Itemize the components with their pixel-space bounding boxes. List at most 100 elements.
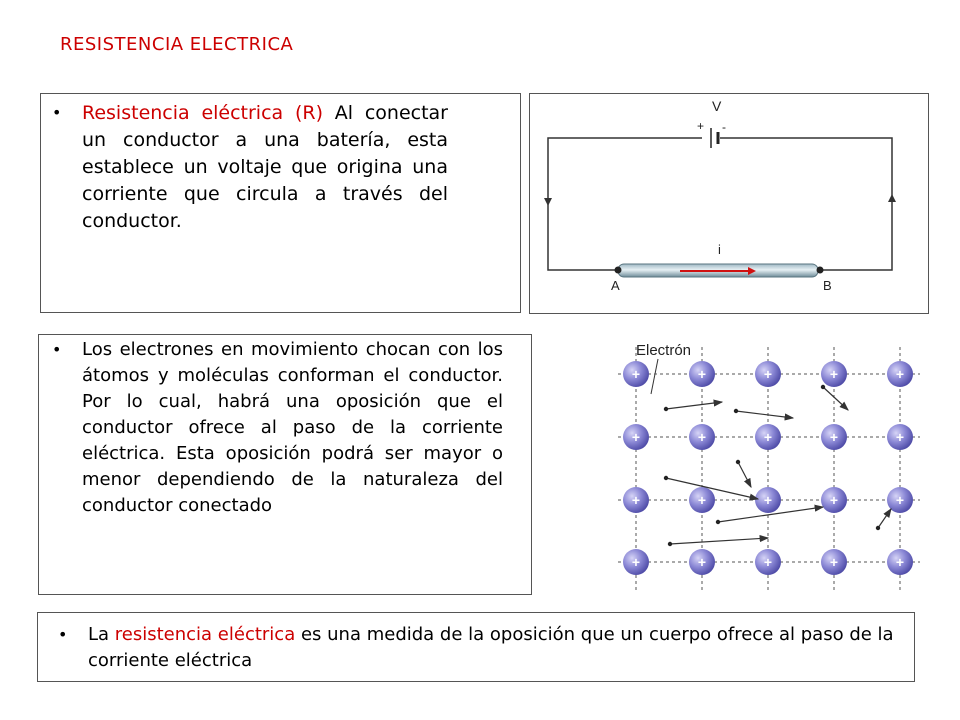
text-box-electron-collisions xyxy=(38,334,532,595)
bullet-item-electron-collisions: • Los electrones en movimiento chocan co… xyxy=(52,337,503,519)
ion-atom: + xyxy=(689,424,715,450)
ion-circle xyxy=(689,549,715,575)
electron-path xyxy=(665,477,760,501)
ion-plus-sign: + xyxy=(698,492,706,508)
circuit-diagram: V + - i A B xyxy=(544,98,896,293)
paragraph-resistance-intro: Resistencia eléctrica (R) Al conectar un… xyxy=(82,100,448,235)
current-direction-arrow-up xyxy=(888,194,896,202)
ion-plus-sign: + xyxy=(896,554,904,570)
ion-atom: + xyxy=(623,549,649,575)
paragraph-resistance-definition: La resistencia eléctrica es una medida d… xyxy=(88,622,903,674)
ion-plus-sign: + xyxy=(698,366,706,382)
text-box-resistance-intro xyxy=(40,93,521,313)
ion-circle xyxy=(623,487,649,513)
electron-label: Electrón xyxy=(636,342,691,359)
electron-path xyxy=(717,504,825,523)
ion-circle xyxy=(755,487,781,513)
definition-prefix: La xyxy=(88,624,115,645)
circuit-wire-right xyxy=(720,137,893,271)
electron-label-pointer xyxy=(650,358,659,395)
ion-atom: + xyxy=(887,361,913,387)
electron-dot xyxy=(735,459,741,465)
point-b-label: B xyxy=(823,278,832,293)
ion-atom: + xyxy=(689,549,715,575)
ion-circle xyxy=(887,361,913,387)
ion-circle xyxy=(623,361,649,387)
ion-plus-sign: + xyxy=(764,554,772,570)
electron-paths xyxy=(663,384,892,547)
current-label: i xyxy=(718,242,721,257)
ion-circle xyxy=(689,487,715,513)
ion-plus-sign: + xyxy=(698,429,706,445)
bullet-item-resistance-definition: • La resistencia eléctrica es una medida… xyxy=(58,622,903,674)
ion-circle xyxy=(623,549,649,575)
electron-lattice-diagram: Electrón + + + + + + + + + + + + + + + + + + + + xyxy=(618,342,920,590)
ion-atom: + xyxy=(755,424,781,450)
term-resistencia-electrica: resistencia eléctrica xyxy=(114,624,296,645)
ion-atom: + xyxy=(755,487,781,513)
ion-circle xyxy=(689,361,715,387)
bullet-mark: • xyxy=(52,103,62,122)
ion-circle xyxy=(821,424,847,450)
electron-dot xyxy=(715,519,721,525)
electron-path xyxy=(877,508,892,529)
ion-circle xyxy=(755,549,781,575)
point-a-label: A xyxy=(611,278,620,293)
circuit-wire xyxy=(547,137,702,271)
current-arrow-head xyxy=(748,267,756,275)
ion-plus-sign: + xyxy=(632,366,640,382)
electron-dot xyxy=(667,541,673,547)
ion-circle xyxy=(689,424,715,450)
electron-path xyxy=(735,410,795,421)
ion-atom: + xyxy=(755,361,781,387)
electron-dot xyxy=(875,525,881,531)
electron-dot xyxy=(663,475,669,481)
terminal-b-dot xyxy=(816,266,824,274)
ion-plus-sign: + xyxy=(632,492,640,508)
paragraph-text: Al conectar un conductor a una batería, … xyxy=(82,102,448,232)
electron-path xyxy=(737,461,752,489)
electron-path xyxy=(665,399,724,410)
ion-plus-sign: + xyxy=(764,492,772,508)
ion-atom: + xyxy=(821,424,847,450)
battery-minus: - xyxy=(722,120,726,134)
ion-plus-sign: + xyxy=(632,554,640,570)
slide-title: RESISTENCIA ELECTRICA xyxy=(60,34,294,55)
ion-atom: + xyxy=(623,487,649,513)
ion-plus-sign: + xyxy=(896,429,904,445)
ion-atom: + xyxy=(755,549,781,575)
electron-dot xyxy=(820,384,826,390)
ion-atom: + xyxy=(689,361,715,387)
paragraph-electron-collisions: Los electrones en movimiento chocan con … xyxy=(82,339,503,516)
ion-plus-sign: + xyxy=(830,366,838,382)
ion-atom: + xyxy=(821,487,847,513)
ion-circle xyxy=(887,487,913,513)
ion-circle xyxy=(821,487,847,513)
ion-atom: + xyxy=(887,424,913,450)
ion-plus-sign: + xyxy=(830,429,838,445)
battery-plus: + xyxy=(697,119,704,133)
text-box-resistance-definition xyxy=(37,612,915,682)
bullet-mark: • xyxy=(52,340,62,359)
ion-plus-sign: + xyxy=(830,492,838,508)
electron-path xyxy=(822,386,849,411)
lattice-diagram-frame: Electrón + + + + + + + + + + + + + + + + + + + + xyxy=(598,332,928,594)
ion-plus-sign: + xyxy=(896,366,904,382)
voltage-label: V xyxy=(712,98,722,114)
ion-plus-sign: + xyxy=(830,554,838,570)
ion-plus-sign: + xyxy=(764,429,772,445)
bullet-mark: • xyxy=(58,625,68,644)
electron-dot xyxy=(733,408,739,414)
ion-atom: + xyxy=(887,487,913,513)
term-resistencia-electrica-r: Resistencia eléctrica (R) xyxy=(82,102,323,124)
electron-dot xyxy=(663,406,669,412)
electron-path xyxy=(669,534,770,545)
current-direction-arrow-down xyxy=(544,198,552,206)
ion-atom: + xyxy=(623,424,649,450)
ion-circle xyxy=(755,424,781,450)
ion-plus-sign: + xyxy=(896,492,904,508)
ion-atom: + xyxy=(623,361,649,387)
terminal-a-dot xyxy=(614,266,622,274)
ion-circle xyxy=(887,424,913,450)
ion-plus-sign: + xyxy=(764,366,772,382)
